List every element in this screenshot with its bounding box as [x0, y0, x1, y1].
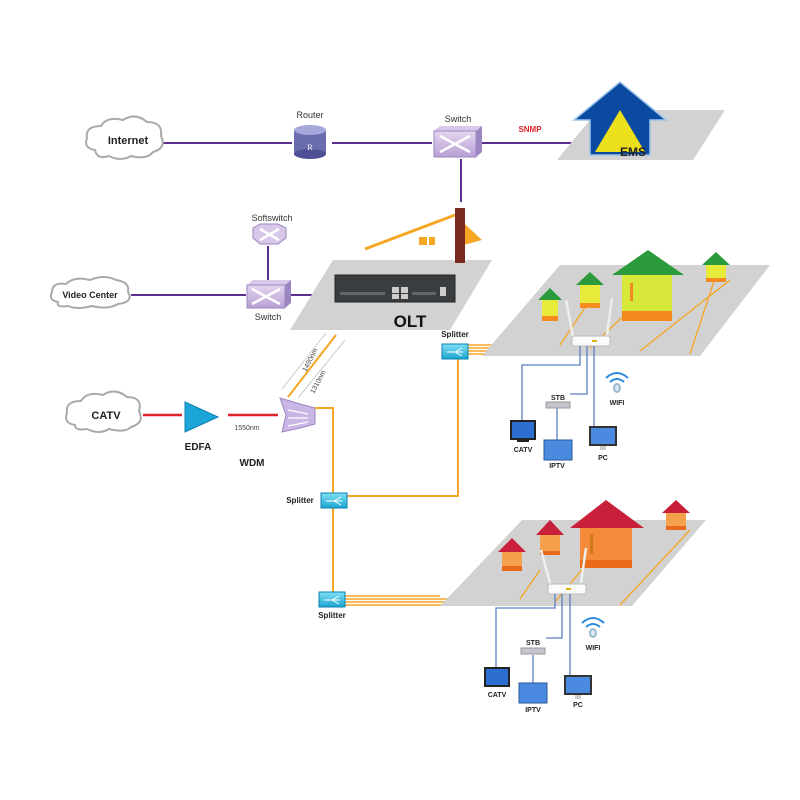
iptv-label: IPTV — [525, 707, 541, 714]
wavelength-1310-label: 1310nm — [310, 369, 328, 395]
network-links — [131, 142, 572, 296]
pc-icon[interactable] — [589, 426, 617, 450]
pc-icon[interactable] — [564, 675, 592, 699]
snmp-label: SNMP — [518, 125, 542, 134]
access-switch-label: Switch — [255, 312, 282, 322]
stb-label: STB — [551, 395, 565, 402]
stb-label: STB — [526, 640, 540, 647]
house-icon — [536, 520, 564, 555]
house-icon — [570, 500, 644, 568]
house-icon — [612, 250, 684, 321]
internet-label: Internet — [108, 135, 149, 147]
splitter-top[interactable]: Splitter — [441, 330, 469, 360]
iptv-monitor-icon[interactable] — [543, 439, 573, 461]
access-switch-node[interactable]: Switch — [246, 280, 291, 322]
router-label: Router — [296, 110, 323, 120]
catv-tv-icon[interactable] — [484, 667, 510, 687]
ont-router-icon[interactable] — [564, 297, 614, 347]
fiber-wdm-splitter — [315, 407, 334, 494]
stb-icon[interactable] — [520, 647, 546, 655]
catv-headend: CATV EDFA 1550nm WDM — [65, 390, 316, 469]
wdm-label: WDM — [240, 458, 265, 469]
ont-router-icon[interactable] — [539, 547, 588, 595]
splitter-mid[interactable]: Splitter — [286, 492, 348, 509]
olt-node[interactable]: OLT — [290, 208, 492, 331]
house-icon — [576, 272, 604, 308]
ems-triangle-icon — [595, 110, 645, 152]
wifi-icon — [605, 372, 629, 393]
video-center-label: Video Center — [62, 290, 118, 300]
pc-label: PC — [598, 455, 608, 462]
router-glyph: R — [307, 143, 313, 152]
fiber-splitter-upper — [346, 358, 459, 497]
edfa-label: EDFA — [185, 442, 212, 453]
splitter-top-label: Splitter — [441, 330, 469, 339]
wdm-icon[interactable] — [279, 397, 316, 433]
splitter-mid-label: Splitter — [286, 496, 314, 505]
catv-tv-icon[interactable] — [510, 420, 536, 442]
catv-cloud-icon[interactable] — [65, 390, 142, 433]
fiber-wdm-olt — [287, 334, 337, 398]
cloud-icon — [49, 276, 131, 309]
pc-label: PC — [573, 702, 583, 709]
softswitch-node[interactable]: Softswitch — [251, 213, 293, 245]
wifi-label: WIFI — [610, 400, 625, 407]
splitter-bottom[interactable]: Splitter — [318, 591, 346, 620]
wifi-icon — [581, 617, 605, 638]
stb-icon[interactable] — [545, 401, 571, 409]
chimney-icon — [455, 208, 465, 263]
house-icon — [662, 500, 690, 530]
iptv-monitor-icon[interactable] — [518, 682, 548, 704]
wavelength-1550-label: 1550nm — [234, 425, 259, 432]
video-center-cloud[interactable]: Video Center — [49, 276, 131, 309]
home-area-upper: CATV STB IPTV PC WIFI — [482, 250, 770, 470]
internet-cloud[interactable]: Internet — [85, 115, 164, 160]
house-icon — [702, 252, 730, 282]
olt-roof — [364, 213, 456, 251]
house-icon — [498, 538, 526, 571]
softswitch-label: Softswitch — [251, 213, 292, 223]
wifi-label: WIFI — [586, 645, 601, 652]
catv-label: CATV — [514, 447, 533, 454]
ems-label: EMS — [620, 145, 646, 159]
catv-label: CATV — [488, 692, 507, 699]
ems-node[interactable]: EMS SNMP — [518, 81, 725, 160]
house-icon — [538, 288, 562, 321]
router-node[interactable]: Router R — [294, 110, 326, 159]
olt-label: OLT — [394, 312, 427, 331]
home-area-lower: CATV STB IPTV PC WIFI — [440, 500, 706, 714]
cloud-icon — [85, 115, 164, 160]
edfa-amplifier-icon[interactable] — [184, 401, 220, 433]
splitter-bottom-label: Splitter — [318, 611, 346, 620]
core-switch-node[interactable]: Switch — [433, 114, 482, 158]
iptv-label: IPTV — [549, 463, 565, 470]
core-switch-label: Switch — [445, 114, 472, 124]
catv-source-label: CATV — [91, 410, 121, 422]
